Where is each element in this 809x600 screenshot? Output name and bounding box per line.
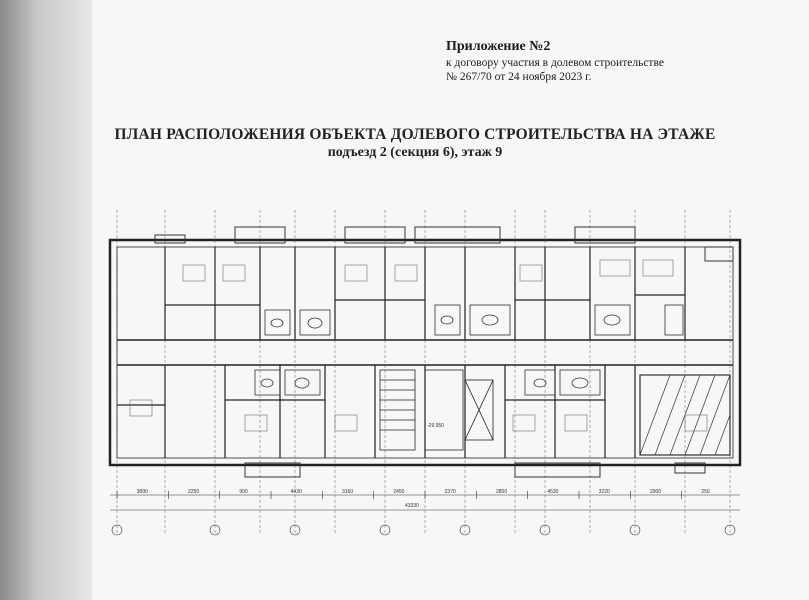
dimension-label: 2800 — [496, 489, 507, 495]
dimension-label: 250 — [701, 489, 710, 495]
appendix-contract-line: к договору участия в долевом строительст… — [446, 57, 664, 69]
total-dimension: 43330 — [405, 503, 419, 509]
dimension-label: 2250 — [188, 489, 199, 495]
floor-plan-drawing: -29.950 3890 2250 900 4430 3160 2450 2370 2800 4… — [108, 210, 742, 536]
plan-title: ПЛАН РАСПОЛОЖЕНИЯ ОБЪЕКТА ДОЛЕВОГО СТРОИ… — [90, 125, 740, 162]
paper-sheet — [92, 0, 809, 600]
stair-core — [379, 369, 494, 451]
dimension-label: 900 — [239, 489, 248, 495]
appendix-number: Приложение №2 — [446, 39, 551, 54]
top-balconies — [154, 226, 734, 262]
axis-lines — [116, 210, 731, 535]
room-tags — [129, 259, 708, 432]
plan-title-main: ПЛАН РАСПОЛОЖЕНИЯ ОБЪЕКТА ДОЛЕВОГО СТРОИ… — [114, 126, 716, 143]
axis-markers — [111, 524, 736, 536]
dimension-label: 3890 — [137, 489, 148, 495]
dimension-label: 4530 — [547, 489, 558, 495]
dimension-label: 2370 — [445, 489, 456, 495]
dimension-label: 2450 — [393, 489, 404, 495]
dimension-labels: 3890 2250 900 4430 3160 2450 2370 2800 4530 3220 2… — [116, 489, 710, 499]
dimension-label: 3220 — [599, 489, 610, 495]
appendix-contract-number: № 267/70 от 24 ноября 2023 г. — [446, 71, 592, 83]
bottom-balconies — [244, 462, 706, 478]
center-level-label: -29.950 — [427, 423, 444, 429]
dimension-label: 4430 — [291, 489, 302, 495]
scan-shadow — [0, 0, 95, 600]
partitions-top — [164, 247, 686, 340]
plan-title-sub: подъезд 2 (секция 6), этаж 9 — [327, 145, 503, 160]
partitions-bottom — [117, 365, 636, 458]
bathrooms — [254, 304, 684, 396]
appendix-header: Приложение №2 к договору участия в долев… — [446, 38, 746, 84]
dimension-label: 2900 — [650, 489, 661, 495]
dimension-label: 3160 — [342, 489, 353, 495]
